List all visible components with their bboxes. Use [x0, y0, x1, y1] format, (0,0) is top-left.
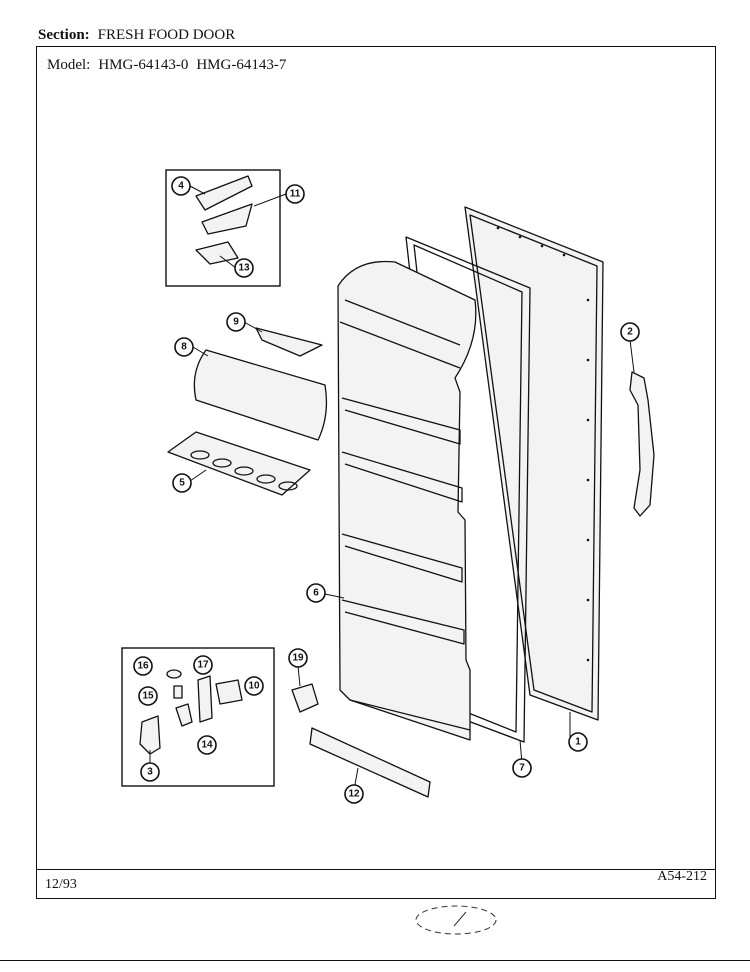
svg-text:1: 1	[575, 737, 581, 748]
svg-text:15: 15	[142, 691, 154, 702]
part-hinge-bracket	[197, 675, 213, 723]
callout-13: 13	[234, 258, 254, 278]
footer-divider	[37, 869, 715, 870]
svg-text:19: 19	[292, 653, 304, 664]
svg-text:3: 3	[147, 767, 153, 778]
model-number-1: HMG-64143-0	[98, 57, 189, 73]
svg-text:4: 4	[178, 181, 184, 192]
callout-2: 2	[620, 322, 640, 342]
part-bushing	[175, 703, 193, 727]
svg-text:6: 6	[313, 588, 319, 599]
callout-17: 17	[193, 655, 213, 675]
svg-text:17: 17	[197, 660, 209, 671]
diagram-frame: Model: HMG-64143-0 HMG-64143-7 12/93 A54-2…	[36, 46, 716, 899]
callout-6: 6	[306, 583, 326, 603]
part-washer	[166, 669, 182, 679]
part-door-stop	[291, 683, 319, 713]
callout-5: 5	[172, 473, 192, 493]
part-bottom-hinge	[139, 715, 161, 755]
svg-text:9: 9	[233, 317, 239, 328]
svg-text:16: 16	[137, 661, 149, 672]
callout-8: 8	[174, 337, 194, 357]
part-hinge-plate	[215, 679, 243, 705]
svg-text:10: 10	[248, 681, 260, 692]
svg-text:5: 5	[179, 478, 185, 489]
part-egg-tray	[167, 431, 311, 496]
bottom-rule	[0, 960, 750, 961]
callout-12: 12	[344, 784, 364, 804]
callout-10: 10	[244, 676, 264, 696]
callout-1: 1	[568, 732, 588, 752]
part-dairy-door	[193, 349, 328, 441]
svg-text:11: 11	[290, 189, 301, 200]
section-label: Section:	[38, 27, 90, 43]
part-dairy-tab	[255, 327, 323, 357]
section-value: FRESH FOOD DOOR	[97, 27, 236, 43]
callout-9: 9	[226, 312, 246, 332]
part-hinge-shim	[195, 241, 239, 265]
callout-15: 15	[138, 686, 158, 706]
callout-4: 4	[171, 176, 191, 196]
hinge-parts-inset	[121, 647, 275, 787]
callout-14: 14	[197, 735, 217, 755]
svg-text:12: 12	[348, 789, 360, 800]
svg-text:7: 7	[519, 763, 525, 774]
model-line: Model: HMG-64143-0 HMG-64143-7	[47, 57, 294, 74]
date-code: 12/93	[45, 877, 77, 892]
section-heading: Section: FRESH FOOD DOOR	[38, 27, 235, 44]
part-hinge	[201, 203, 253, 235]
callout-19: 19	[288, 648, 308, 668]
part-hinge-pin	[173, 685, 183, 699]
hinge-cover-inset	[165, 169, 281, 287]
part-outer-door-panel	[464, 206, 604, 721]
page-code: A54-212	[657, 869, 707, 884]
part-hinge-cover	[195, 175, 253, 211]
svg-text:14: 14	[201, 740, 213, 751]
part-door-liner	[337, 260, 477, 741]
model-number-2: HMG-64143-7	[196, 57, 287, 73]
part-door-handle	[629, 371, 655, 517]
callout-11: 11	[285, 184, 305, 204]
svg-text:13: 13	[238, 263, 250, 274]
svg-text:8: 8	[181, 342, 187, 353]
callout-7: 7	[512, 758, 532, 778]
callout-3: 3	[140, 762, 160, 782]
callout-16: 16	[133, 656, 153, 676]
part-bottom-trim	[309, 727, 431, 798]
scan-mark	[415, 905, 497, 935]
svg-text:2: 2	[627, 327, 633, 338]
model-label: Model:	[47, 57, 91, 73]
